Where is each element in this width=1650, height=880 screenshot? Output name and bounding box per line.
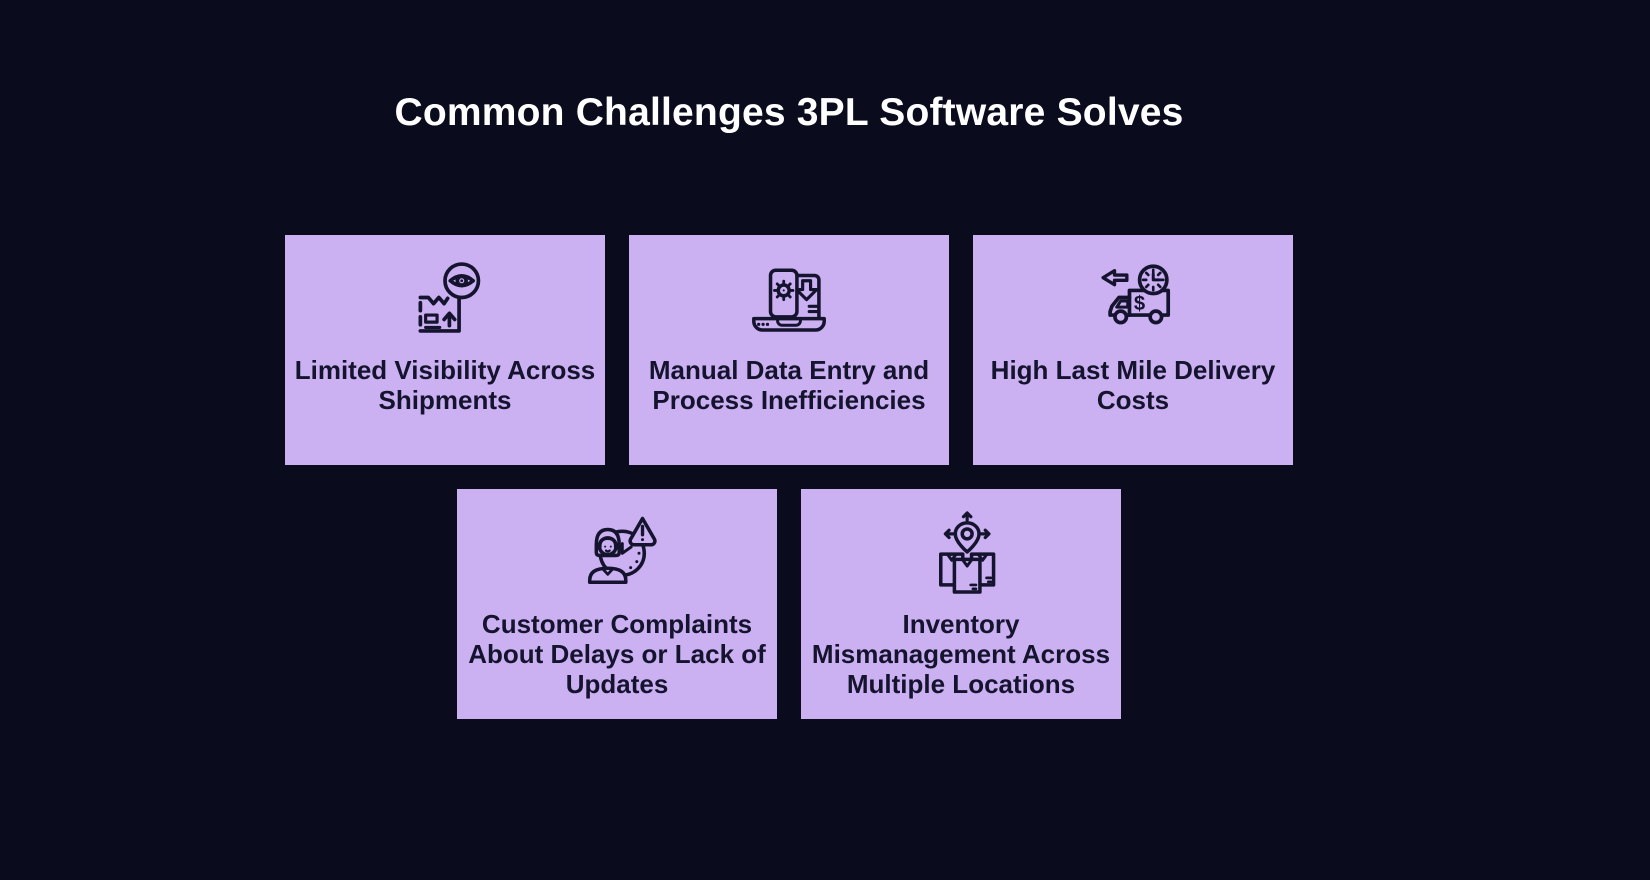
card-label: Limited Visibility Across Shipments — [294, 354, 596, 415]
boxes-location-pin-icon — [913, 509, 1009, 601]
delivery-truck-clock-icon: $ — [1085, 255, 1181, 347]
content-area: Common Challenges 3PL Software Solves — [285, 0, 1293, 719]
card-label: Customer Complaints About Delays or Lack… — [468, 608, 766, 699]
card-customer-complaints: Customer Complaints About Delays or Lack… — [457, 488, 777, 719]
page-title: Common Challenges 3PL Software Solves — [394, 91, 1184, 134]
card-label: High Last Mile Delivery Costs — [990, 354, 1276, 415]
card-manual-data-entry: Manual Data Entry and Process Inefficien… — [629, 234, 949, 465]
card-row-top: Limited Visibility Across Shipments — [285, 234, 1293, 465]
card-label: Inventory Mismanagement Across Multiple … — [811, 608, 1111, 699]
card-last-mile-costs: $ High Last Mile Delivery Costs — [973, 234, 1293, 465]
card-inventory-mismanagement: Inventory Mismanagement Across Multiple … — [801, 488, 1121, 719]
svg-text:$: $ — [1134, 293, 1145, 315]
customer-clock-warning-icon — [569, 509, 665, 601]
card-label: Manual Data Entry and Process Inefficien… — [648, 354, 930, 415]
laptop-document-gear-icon — [741, 255, 837, 347]
card-limited-visibility: Limited Visibility Across Shipments — [285, 234, 605, 465]
card-row-bottom: Customer Complaints About Delays or Lack… — [285, 488, 1293, 719]
package-eye-icon — [397, 255, 493, 347]
